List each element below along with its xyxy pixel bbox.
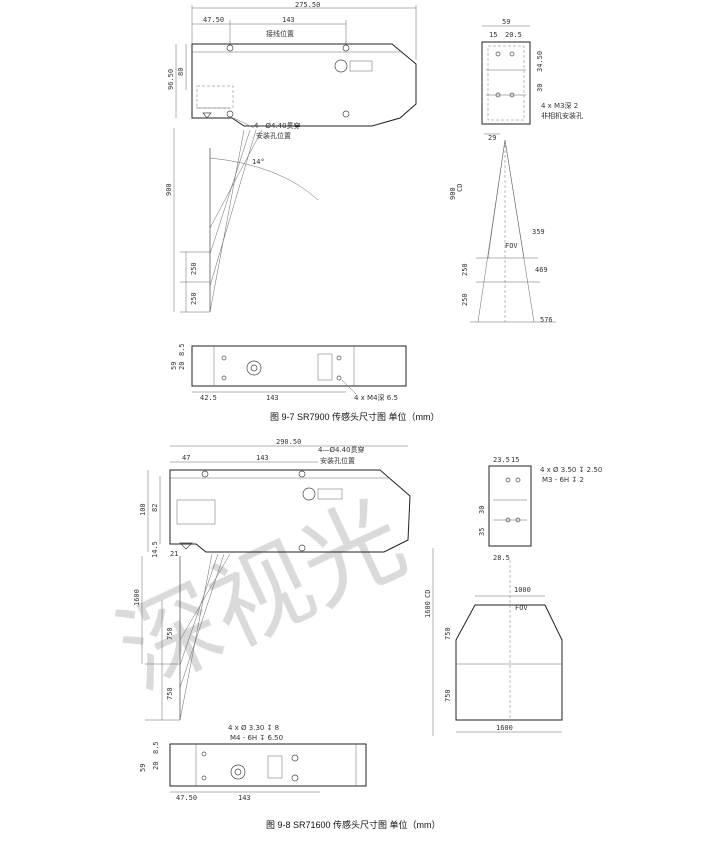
dim-2-upper-height: 82 (151, 504, 159, 512)
figure-1-bottom-view: 59 20 8.5 42.5 143 4 x M4深 6.5 (170, 343, 407, 402)
dim-bottom-143: 143 (266, 394, 279, 402)
label-2-bottom-screw-2: M4 - 6H ↧ 6.50 (230, 734, 283, 742)
label-2-bottom-screw: 4 x Ø 3.30 ↧ 8 (228, 724, 279, 732)
label-screw-2: 非相机安装孔 (541, 111, 583, 120)
figure-2-side-view: 290.50 47 143 4—Ø4.40贯穿 安装孔位置 100 82 14.… (133, 438, 411, 721)
dim-front-range-lower-1: 250 (461, 263, 469, 276)
dim-bottom-59: 59 (170, 362, 178, 370)
dim-20-5: 20.5 (505, 31, 522, 39)
label-cd: CD (456, 184, 464, 192)
dim-29: 29 (488, 134, 496, 142)
dim-2-total-width: 290.50 (276, 438, 301, 446)
dim-bottom-20: 20 (178, 362, 186, 370)
figure-2: 290.50 47 143 4—Ø4.40贯穿 安装孔位置 100 82 14.… (133, 438, 602, 830)
dim-2-21: 21 (170, 550, 178, 558)
dim-front-width: 59 (502, 18, 510, 26)
dim-fov-359: 359 (532, 228, 545, 236)
dim-2-bottom-8-5: 8.5 (152, 741, 160, 754)
dim-range-lower-2: 250 (190, 292, 198, 305)
dim-2-front-range: 1600 (424, 601, 432, 618)
dim-2-front-range-lower-2: 750 (444, 689, 452, 702)
dim-bottom-42-5: 42.5 (200, 394, 217, 402)
dim-upper-height: 80 (177, 68, 185, 76)
dim-2-35: 35 (478, 528, 486, 536)
label-hole: 4—Ø4.40贯穿 (254, 121, 301, 130)
brand-logo-icon (334, 59, 348, 73)
dim-2-15: 15 (511, 456, 519, 464)
dim-2-fov-1600: 1600 (496, 724, 513, 732)
dim-2-range-lower-2: 750 (166, 687, 174, 700)
dim-2-14-5: 14.5 (151, 541, 159, 558)
dim-range: 900 (165, 183, 173, 196)
dim-34-50: 34.50 (536, 51, 544, 72)
figure-2-bottom-view: 4 x Ø 3.30 ↧ 8 M4 - 6H ↧ 6.50 59 20 8.5 … (139, 724, 367, 802)
triangle-marker-icon (202, 112, 212, 119)
angle-label: 14° (252, 158, 265, 166)
dim-2-hole-spacing: 143 (256, 454, 269, 462)
figure-1: 275.50 47.50 143 接线位置 96.50 80 (165, 1, 583, 422)
figure-2-caption: 图 9-8 SR71600 传感头尺寸图 单位（mm） (266, 819, 441, 830)
watermark-text: 深视光 (101, 479, 422, 712)
figure-2-front-view: 23.5 15 4 x Ø 3.50 ↧ 2.50 M3 - 6H ↧ 2 30… (424, 456, 602, 736)
label-2-fov: FOV (515, 604, 528, 612)
label-2-screw: 4 x Ø 3.50 ↧ 2.50 (540, 466, 602, 474)
label-cable-position: 接线位置 (266, 29, 294, 38)
dim-2-bottom-59: 59 (139, 764, 147, 772)
dim-2-front-range-lower-1: 750 (444, 627, 452, 640)
dim-2-bottom-47-50: 47.50 (176, 794, 197, 802)
dim-2-range-lower-1: 750 (166, 627, 174, 640)
dim-range-lower-1: 250 (190, 262, 198, 275)
figure-1-caption: 图 9-7 SR7900 传感头尺寸图 单位（mm） (270, 411, 440, 422)
dim-height: 96.50 (167, 69, 175, 90)
label-2-cd: CD (424, 590, 432, 598)
dim-front-range-lower-2: 250 (461, 293, 469, 306)
dim-2-height: 100 (139, 503, 147, 516)
dim-left-offset: 47.50 (203, 16, 224, 24)
dim-fov-469: 469 (535, 266, 548, 274)
label-2-hole-2: 安装孔位置 (320, 456, 355, 465)
watermark: 深视光 (101, 479, 422, 712)
dim-hole-spacing: 143 (282, 16, 295, 24)
dim-2-30: 30 (478, 506, 486, 514)
dim-front-range: 900 (449, 187, 457, 200)
dim-bottom-8-5: 8.5 (178, 343, 186, 356)
label-screw: 4 x M3深 2 (541, 101, 578, 110)
label-fov: FOV (505, 242, 518, 250)
dim-2-28-5: 28.5 (493, 554, 510, 562)
brand-logo-2-icon (302, 487, 316, 501)
dim-2-range: 1600 (133, 589, 141, 606)
figure-1-front-view: 59 15 20.5 34.50 30 4 x M3深 2 非相机安装孔 29 (449, 18, 583, 324)
label-hole-2: 安装孔位置 (256, 131, 291, 140)
dim-2-fov-1000: 1000 (514, 586, 531, 594)
dim-2-23-5: 23.5 (493, 456, 510, 464)
dim-2-bottom-20: 20 (152, 762, 160, 770)
dim-2-left-offset: 47 (182, 454, 190, 462)
figure-1-side-view: 275.50 47.50 143 接线位置 96.50 80 (165, 1, 417, 313)
dim-fov-576: 576 (540, 316, 553, 324)
label-2-hole: 4—Ø4.40贯穿 (318, 445, 365, 454)
dim-total-width: 275.50 (295, 1, 320, 9)
label-2-screw-2: M3 - 6H ↧ 2 (542, 476, 584, 484)
label-bottom-screw: 4 x M4深 6.5 (354, 393, 398, 402)
dim-30: 30 (536, 84, 544, 92)
dim-15: 15 (489, 31, 497, 39)
dim-2-bottom-143: 143 (238, 794, 251, 802)
